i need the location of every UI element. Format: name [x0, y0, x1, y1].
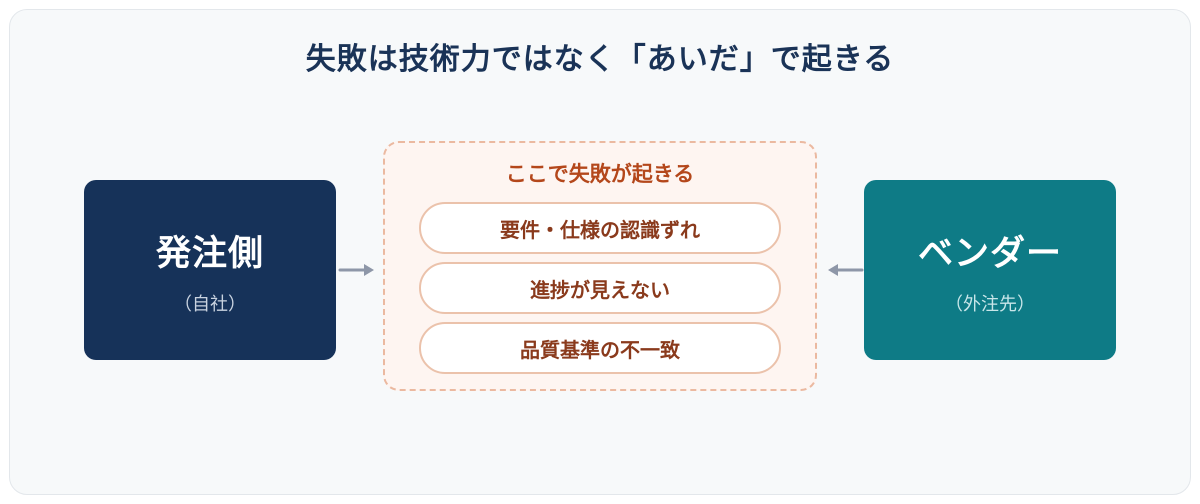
diagram-title: 失敗は技術力ではなく「あいだ」で起きる — [305, 42, 895, 77]
right-arrow-icon — [338, 264, 374, 276]
gap-item: 品質基準の不一致 — [419, 322, 781, 374]
gap-item: 進捗が見えない — [419, 262, 781, 314]
client-subtitle: （自社） — [174, 293, 246, 315]
vendor-name: ベンダー — [917, 233, 1062, 274]
gap-item: 要件・仕様の認識ずれ — [419, 202, 781, 254]
vendor-subtitle: （外注先） — [945, 293, 1035, 315]
client-name: 発注側 — [155, 233, 264, 274]
client-box: 発注側 （自社） — [84, 180, 336, 360]
vendor-box: ベンダー （外注先） — [864, 180, 1116, 360]
left-arrow-icon — [828, 264, 864, 276]
gap-zone-label: ここで失敗が起きる — [505, 162, 695, 186]
